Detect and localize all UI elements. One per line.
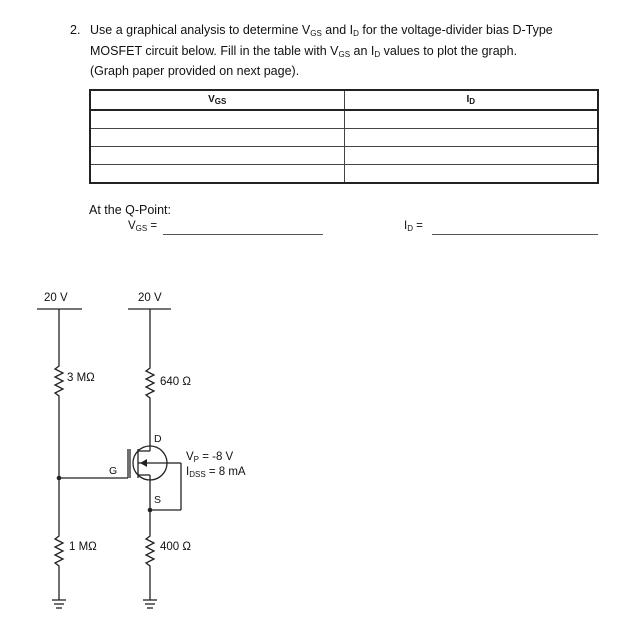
id-label: ID = xyxy=(404,220,423,233)
q-line2-a: MOSFET circuit below. Fill in the table … xyxy=(90,43,339,58)
cell-id[interactable] xyxy=(343,164,599,184)
q-line1-a: Use a graphical analysis to determine V xyxy=(90,23,311,37)
question-text: Use a graphical analysis to determine VG… xyxy=(90,22,590,80)
table-row xyxy=(89,164,599,184)
question-number: 2. xyxy=(70,23,81,37)
r2-resistor xyxy=(53,532,65,568)
q-line2-b: an I xyxy=(350,43,375,58)
header-id: ID xyxy=(343,89,599,111)
table-row xyxy=(89,146,599,165)
rd-label: 640 Ω xyxy=(160,376,191,388)
q-line1-sub1: GS xyxy=(310,29,322,38)
r2-label: 1 MΩ xyxy=(69,541,97,553)
rd-resistor xyxy=(144,364,156,400)
gate-label: G xyxy=(109,465,118,477)
header-vgs: VGS xyxy=(89,89,345,111)
vgs-label: VGS = xyxy=(128,220,158,233)
supply-left-label: 20 V xyxy=(44,292,68,304)
q-line1-sub2: D xyxy=(353,29,359,38)
arrow-icon xyxy=(140,459,147,467)
q-line3: (Graph paper provided on next page). xyxy=(90,64,300,78)
r1-label: 3 MΩ xyxy=(67,372,95,384)
q-line1-c: for the voltage-divider bias D-Type xyxy=(358,23,553,37)
r1-resistor xyxy=(53,362,65,398)
drain-label: D xyxy=(154,433,162,445)
qpoint-title: At the Q-Point: xyxy=(89,203,171,217)
cell-id[interactable] xyxy=(343,146,599,165)
supply-right-label: 20 V xyxy=(138,292,162,304)
id-answer-line[interactable] xyxy=(432,234,598,235)
rs-resistor xyxy=(144,532,156,568)
q-line2-sub2: D xyxy=(374,49,381,59)
rs-label: 400 Ω xyxy=(160,541,191,553)
q-line2-sub1: GS xyxy=(338,49,351,59)
idss-label: IDSS = 8 mA xyxy=(186,466,246,479)
q-line1-b: and I xyxy=(321,23,354,37)
q-line2-c: values to plot the graph. xyxy=(380,43,518,58)
vp-label: VP = -8 V xyxy=(186,451,234,464)
vgs-answer-line[interactable] xyxy=(163,234,323,235)
source-label: S xyxy=(154,494,162,506)
vgs-id-table: VGS ID xyxy=(89,89,599,184)
table-header-row: VGS ID xyxy=(89,89,599,111)
